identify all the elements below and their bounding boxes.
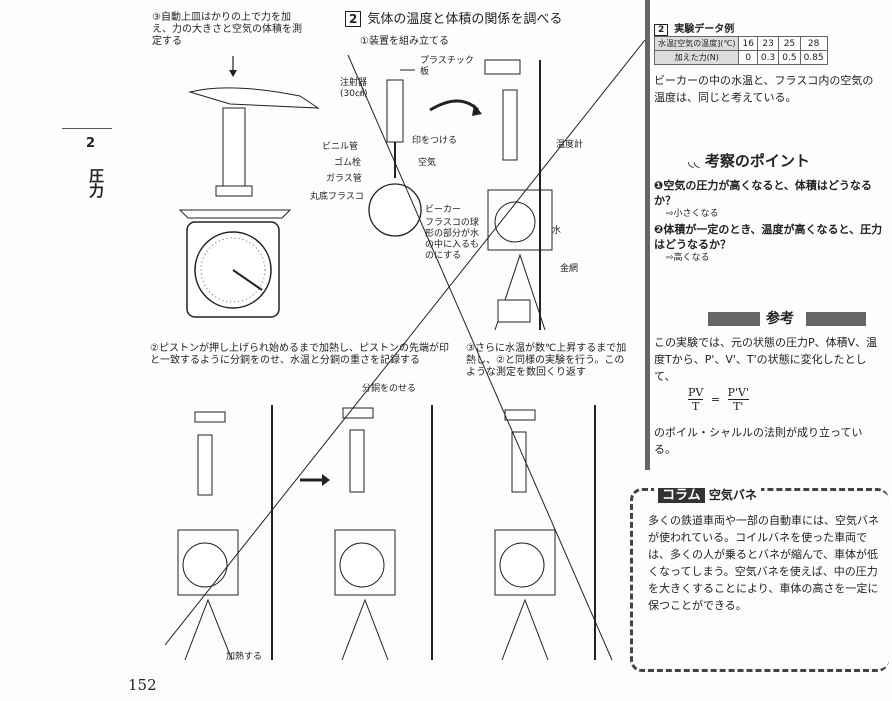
chapter-rule xyxy=(62,128,112,129)
point-question: ❶空気の圧力が高くなると、体積はどうなるか？ xyxy=(654,179,872,207)
label-thermometer: 温度計 xyxy=(556,140,584,150)
label-flask-note: フラスコの球形の部分が水の中に入るものにする xyxy=(425,218,480,261)
data-heading: 2 実験データ例 xyxy=(654,20,734,36)
table-cell: 23 xyxy=(756,36,780,51)
rig1-flask xyxy=(494,201,536,243)
formula-right-num: P'V' xyxy=(727,386,749,399)
rig3 xyxy=(334,405,433,661)
table-cell: 加えた力(N) xyxy=(653,50,740,65)
section-heading: 2 気体の温度と体積の関係を調べる xyxy=(345,8,562,27)
section-title: 気体の温度と体積の関係を調べる xyxy=(367,12,563,27)
table-cell: 水温[空気の温度](℃) xyxy=(653,36,740,51)
point-answer: ⇨小さくなる xyxy=(666,209,719,219)
rig1-beaker xyxy=(487,189,553,251)
column-text: 多くの鉄道車両や一部の自動車には、空気バネが使われている。コイルバネを使った車両… xyxy=(648,514,879,612)
step2-text: ②ピストンが押し上げられ始めるまで加熱し、ピストンの先端が印と一致するように分銅… xyxy=(150,343,449,366)
formula-left-num: PV xyxy=(688,386,704,399)
rig2 xyxy=(177,405,273,661)
rig4 xyxy=(494,405,596,661)
formula: PV T = P'V' T' xyxy=(688,386,749,413)
step1-left-text: ③自動上皿はかりの上で力を加え、力の大きさと空気の体積を測定する xyxy=(152,12,302,47)
ref-bar-right xyxy=(806,312,866,326)
press-arrow-head xyxy=(229,70,237,77)
section-number: 2 xyxy=(345,11,362,27)
experiment-figures xyxy=(164,39,645,661)
point-answer: ⇨高くなる xyxy=(666,253,710,263)
curve-arrow xyxy=(429,99,480,112)
ref-text-1: この実験では、元の状態の圧力P、体積V、温度Tから、P'、V'、T'の状態に変化… xyxy=(654,336,878,383)
point-question: ❷体積が一定のとき、温度が高くなると、圧力はどうなるか？ xyxy=(654,223,883,251)
label-water: 水 xyxy=(552,226,562,236)
label-syringe: 注射器 (30㎤) xyxy=(340,78,368,99)
page-number: 152 xyxy=(128,676,157,694)
data-table: 水温[空気の温度](℃) 16 23 25 28 加えた力(N) 0 0.3 0… xyxy=(653,36,828,65)
rig1-burner xyxy=(497,299,531,323)
ref-text-2: のボイル・シャルルの法則が成り立っている。 xyxy=(654,426,863,456)
label-beaker: ビーカー xyxy=(425,205,462,215)
points-deco-icon: ◟◟ xyxy=(688,152,700,170)
curve-arrow-head xyxy=(472,104,482,116)
step3-text: ③さらに水温が数℃上昇するまで加熱し、②と同様の実験を行う。このような測定を数回… xyxy=(466,343,627,378)
label-flask: 丸底フラスコ xyxy=(310,192,364,202)
formula-right-den: T' xyxy=(727,399,749,413)
label-rubber-plug: ゴム栓 xyxy=(334,158,362,168)
table-cell: 0 xyxy=(738,50,758,65)
table-cell: 28 xyxy=(799,36,828,51)
label-vinyl-tube: ビニル管 xyxy=(322,142,359,152)
column-rule xyxy=(645,0,650,470)
chapter-number: 2 xyxy=(86,136,96,151)
points-title-text: 考察のポイント xyxy=(704,152,810,170)
table-cell: 25 xyxy=(778,36,801,51)
cross-line-1 xyxy=(347,54,613,661)
label-mark: 印をつける xyxy=(412,136,458,146)
column-title: 空気バネ xyxy=(708,488,757,502)
column-heading: コラム 空気バネ xyxy=(654,484,761,503)
table-cell: 0.85 xyxy=(799,50,828,65)
rig1-syringe xyxy=(502,89,518,161)
table-cell: 0.5 xyxy=(778,50,801,65)
scale-syringe xyxy=(222,107,246,189)
formula-left-den: T xyxy=(688,399,704,413)
hand-shape xyxy=(188,87,320,109)
arrow-right-head xyxy=(322,474,330,486)
points-title: ◟◟ 考察のポイント xyxy=(688,150,810,171)
right-column: 2 実験データ例 水温[空気の温度](℃) 16 23 25 28 加えた力(N)… xyxy=(648,0,892,701)
scale-syringe-base xyxy=(215,185,253,197)
chapter-title: 圧力 xyxy=(87,168,105,198)
table-cell: 16 xyxy=(738,36,758,51)
rig1-clamp xyxy=(484,59,521,75)
step1-setup: ①装置を組み立てる xyxy=(360,36,449,47)
table-row: 加えた力(N) 0 0.3 0.5 0.85 xyxy=(653,50,828,65)
label-weights: 分銅をのせる xyxy=(362,384,417,394)
points-list: ❶空気の圧力が高くなると、体積はどうなるか？ ⇨小さくなる ❷体積が一定のとき、… xyxy=(654,178,884,264)
table-row: 水温[空気の温度](℃) 16 23 25 28 xyxy=(653,36,828,51)
data-note: ビーカーの中の水温と、フラスコ内の空気の温度は、同じと考えている。 xyxy=(654,74,874,104)
scale-pan xyxy=(178,209,292,219)
cross-line-2 xyxy=(164,39,645,646)
setup-syringe xyxy=(386,79,404,143)
ref-title: 参考 xyxy=(766,311,794,327)
column-tag: コラム xyxy=(658,488,705,503)
scale-needle xyxy=(232,269,263,291)
table-cell: 0.3 xyxy=(756,50,780,65)
ref-bar-left xyxy=(708,312,760,326)
setup-flask xyxy=(368,183,422,237)
label-plastic-plate: プラスチック板 xyxy=(420,56,474,77)
data-heading-number: 2 xyxy=(654,24,669,36)
label-air: 空気 xyxy=(418,158,437,168)
data-heading-title: 実験データ例 xyxy=(674,24,735,35)
scale-ticks xyxy=(200,237,266,303)
label-glass-tube: ガラス管 xyxy=(326,174,362,184)
label-heat: 加熱する xyxy=(226,652,263,662)
label-wire-mesh: 金網 xyxy=(560,264,579,274)
